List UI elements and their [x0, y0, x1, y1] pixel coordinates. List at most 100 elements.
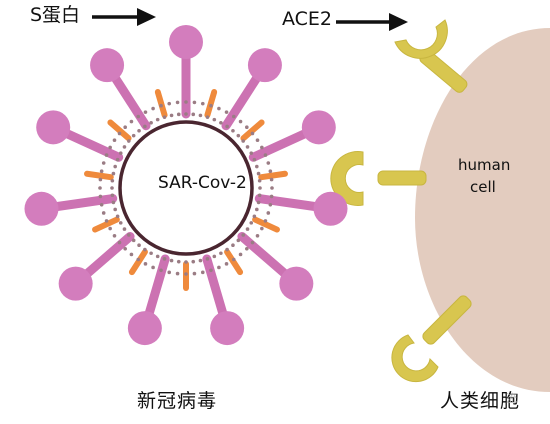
lipid-dot	[137, 243, 141, 248]
caption-cell: 人类细胞	[440, 390, 521, 412]
spike-stalk	[202, 254, 228, 318]
lipid-dot	[191, 112, 196, 117]
lipid-dot	[162, 257, 167, 261]
spike-stalk	[111, 74, 151, 131]
spike-head	[127, 311, 162, 346]
virus	[24, 25, 348, 346]
envelope-protein	[128, 248, 148, 276]
lipid-dot	[117, 131, 122, 136]
lipid-dot	[162, 115, 167, 119]
lipid-dot	[143, 110, 148, 114]
spike-head	[90, 48, 125, 83]
lipid-dot	[108, 145, 112, 150]
lipid-dot	[184, 112, 188, 116]
lipid-dot	[249, 151, 254, 155]
envelope-protein	[154, 89, 168, 119]
envelope-protein	[252, 216, 280, 233]
spike-head	[210, 311, 245, 346]
lipid-dot	[212, 254, 217, 259]
lipid-dot	[175, 271, 180, 276]
lipid-dot	[241, 139, 246, 143]
lipid-dot	[176, 112, 181, 117]
lipid-dot	[110, 193, 115, 198]
lipid-dot	[151, 106, 155, 111]
lipid-dot	[176, 259, 181, 264]
ace2-receptor	[391, 295, 472, 383]
lipid-dot	[113, 207, 117, 212]
lipid-dot	[209, 268, 213, 273]
envelope-proteins	[84, 89, 288, 291]
lipid-dot	[255, 207, 259, 212]
lipid-dot	[98, 194, 103, 199]
spike-head	[301, 110, 336, 145]
lipid-dot	[225, 124, 229, 129]
lipid-dot	[258, 186, 262, 190]
lipid-dot	[255, 233, 260, 238]
lipid-dot	[224, 110, 229, 114]
spike-head	[279, 266, 314, 301]
spike-proteins	[24, 25, 348, 346]
spike-head	[36, 110, 71, 145]
envelope-protein	[107, 119, 132, 142]
spike-head	[313, 191, 348, 226]
lipid-dot	[131, 238, 136, 243]
lipid-dot	[122, 145, 127, 149]
lipid-dot	[252, 214, 257, 219]
lipid-dot	[131, 133, 136, 138]
lipid-dot	[212, 117, 217, 122]
lipid-dot	[255, 164, 259, 169]
lipid-dot	[169, 258, 174, 263]
lipid-membrane	[98, 100, 274, 276]
spike-stalk	[144, 254, 170, 318]
ace2-label: ACE2	[282, 8, 333, 30]
lipid-dot	[137, 128, 141, 133]
lipid-dot	[217, 106, 221, 111]
lipid-dot	[98, 186, 102, 190]
lipid-dot	[224, 262, 229, 266]
lipid-dot	[263, 219, 268, 223]
lipid-dot	[257, 193, 262, 198]
cell-label-line2: cell	[470, 178, 496, 196]
lipid-dot	[256, 171, 261, 176]
arrow-right-icon	[336, 13, 408, 31]
lipid-dot	[266, 211, 271, 215]
envelope-protein	[204, 89, 218, 119]
lipid-dot	[111, 200, 116, 205]
lipid-dot	[200, 101, 205, 106]
lipid-dot	[191, 259, 196, 264]
lipid-dot	[169, 113, 174, 118]
watermark: 流	[506, 392, 517, 405]
lipid-dot	[268, 169, 273, 174]
spike-stalk	[52, 194, 118, 212]
lipid-dot	[101, 161, 106, 165]
lipid-dot	[123, 247, 127, 251]
envelope-protein	[84, 170, 114, 181]
lipid-dot	[129, 252, 134, 257]
lipid-dot	[167, 101, 172, 106]
lipid-dot	[149, 251, 153, 256]
lipid-dot	[231, 257, 236, 262]
lipid-dot	[126, 139, 131, 143]
lipid-dot	[249, 221, 254, 225]
envelope-protein	[92, 216, 120, 233]
lipid-dot	[238, 119, 243, 124]
lipid-dot	[263, 153, 268, 157]
ace2-receptor	[394, 19, 468, 93]
lipid-dot	[245, 227, 250, 231]
lipid-dot	[118, 151, 123, 155]
lipid-dot	[110, 186, 114, 190]
lipid-dot	[136, 114, 141, 119]
caption-virus: 新冠病毒	[137, 390, 218, 412]
lipid-dot	[98, 177, 103, 182]
lipid-dot	[110, 178, 115, 183]
lipid-dot	[268, 202, 273, 207]
lipid-dot	[184, 100, 188, 104]
lipid-dot	[245, 125, 249, 129]
arrow-right-icon	[92, 8, 156, 26]
lipid-dot	[159, 268, 163, 273]
lipid-dot	[159, 103, 163, 108]
lipid-dot	[143, 247, 147, 252]
lipid-dot	[115, 214, 120, 219]
lipid-dot	[255, 138, 260, 143]
